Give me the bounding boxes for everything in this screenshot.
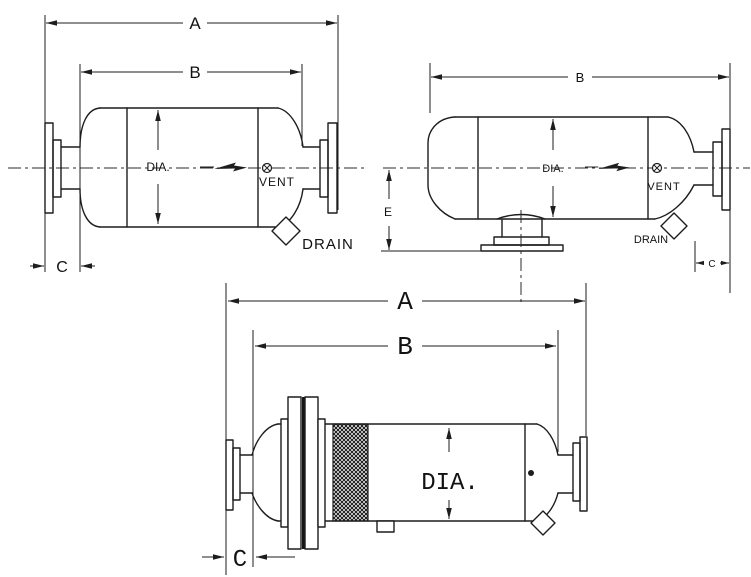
right-head-bottom-curve bbox=[654, 184, 695, 220]
vent-connection: VENT bbox=[259, 162, 295, 189]
dimension-c: C bbox=[202, 547, 295, 574]
flange-plate-right bbox=[304, 396, 319, 550]
drain-nozzle-icon bbox=[660, 212, 688, 240]
left-head-bottom-curve bbox=[79, 188, 101, 228]
dimension-dia: DIA. bbox=[542, 119, 564, 217]
dia-label: DIA. bbox=[421, 470, 479, 497]
dim-c-label: C bbox=[708, 259, 715, 270]
drain-nozzle-icon bbox=[271, 216, 301, 246]
inlet-nozzle-flange bbox=[225, 439, 253, 511]
flange-plate bbox=[480, 244, 564, 252]
right-head-top-curve bbox=[536, 423, 559, 456]
dimension-b: B bbox=[429, 63, 731, 293]
nozzle-neck-lines bbox=[60, 146, 81, 190]
bottom-boss bbox=[376, 520, 395, 533]
flange-plate-left bbox=[287, 396, 302, 550]
dimension-a: A bbox=[44, 14, 339, 272]
dim-a-label: A bbox=[397, 287, 413, 317]
dimension-dia: DIA. bbox=[421, 428, 479, 519]
left-head-cap bbox=[427, 116, 456, 220]
dim-c-label: C bbox=[56, 259, 68, 276]
vent-icon-cross bbox=[653, 164, 661, 172]
vent-icon-cross bbox=[263, 164, 271, 172]
dimension-dia: DIA. bbox=[146, 110, 170, 224]
flange-hub bbox=[572, 442, 581, 502]
dia-label: DIA. bbox=[542, 163, 563, 175]
dim-c-label: C bbox=[233, 547, 247, 574]
filter-element-hatch bbox=[332, 423, 369, 522]
vent-label: VENT bbox=[259, 175, 295, 189]
left-head-top-curve bbox=[79, 107, 101, 148]
flow-direction-arrow bbox=[585, 162, 630, 172]
dimension-c: C bbox=[694, 241, 729, 272]
dim-b-label: B bbox=[576, 70, 585, 85]
right-head-top-curve bbox=[277, 107, 304, 148]
dimension-b: B bbox=[255, 332, 556, 362]
view-top-right: B E C DIA. VENT bbox=[381, 63, 750, 306]
left-head-top-curve bbox=[251, 423, 279, 456]
drain-connection: DRAIN bbox=[634, 212, 688, 246]
drain-label: DRAIN bbox=[634, 234, 668, 246]
dimension-a: A bbox=[228, 287, 585, 317]
flange-gasket-gap bbox=[302, 397, 305, 549]
drain-label: DRAIN bbox=[302, 236, 354, 253]
nozzle-neck-lines bbox=[693, 151, 714, 186]
flange-shoulder-right bbox=[317, 418, 326, 528]
dim-b-label: B bbox=[189, 63, 200, 82]
outlet-nozzle-flange bbox=[557, 436, 588, 512]
vessel-outline bbox=[79, 107, 304, 228]
view-top-left: A B C DIA. VENT bbox=[8, 14, 367, 276]
nozzle-neck-lines bbox=[302, 146, 321, 190]
bottom-inlet-nozzle bbox=[480, 210, 564, 306]
outlet-nozzle-flange bbox=[302, 122, 338, 214]
view-bottom: A B C bbox=[202, 283, 588, 575]
flange-plate bbox=[579, 436, 588, 512]
plug-dot-icon bbox=[528, 470, 534, 476]
dimension-c: C bbox=[30, 259, 95, 276]
nozzle-neck-lines bbox=[501, 219, 543, 238]
flange-plate bbox=[327, 122, 338, 214]
dim-a-label: A bbox=[189, 14, 201, 33]
dimension-e: E bbox=[381, 170, 481, 252]
nozzle-neck-lines bbox=[239, 454, 253, 494]
dim-b-label: B bbox=[397, 332, 413, 362]
drain-connection: DRAIN bbox=[271, 216, 354, 253]
dim-e-label: E bbox=[384, 205, 392, 219]
flange-shoulder-left bbox=[280, 418, 289, 528]
outlet-nozzle-flange bbox=[693, 128, 731, 211]
dimension-b: B bbox=[79, 63, 303, 272]
nozzle-neck-lines bbox=[557, 454, 574, 494]
left-head-bottom-curve bbox=[251, 492, 279, 522]
vent-connection: VENT bbox=[647, 162, 680, 193]
flange-hub bbox=[232, 447, 241, 501]
flow-arrow-head bbox=[214, 162, 247, 172]
right-head-top-curve bbox=[667, 116, 695, 153]
dia-label: DIA. bbox=[146, 160, 169, 174]
drain-nozzle-icon bbox=[530, 510, 556, 536]
flange-hub bbox=[712, 141, 723, 197]
body-flange-pair bbox=[280, 396, 326, 550]
vent-label: VENT bbox=[647, 181, 680, 193]
flange-plate bbox=[721, 128, 731, 211]
flow-direction-arrow bbox=[200, 162, 247, 172]
vessel-outline bbox=[427, 116, 695, 220]
flow-arrow-head bbox=[598, 162, 630, 172]
flange-plate bbox=[225, 439, 234, 511]
